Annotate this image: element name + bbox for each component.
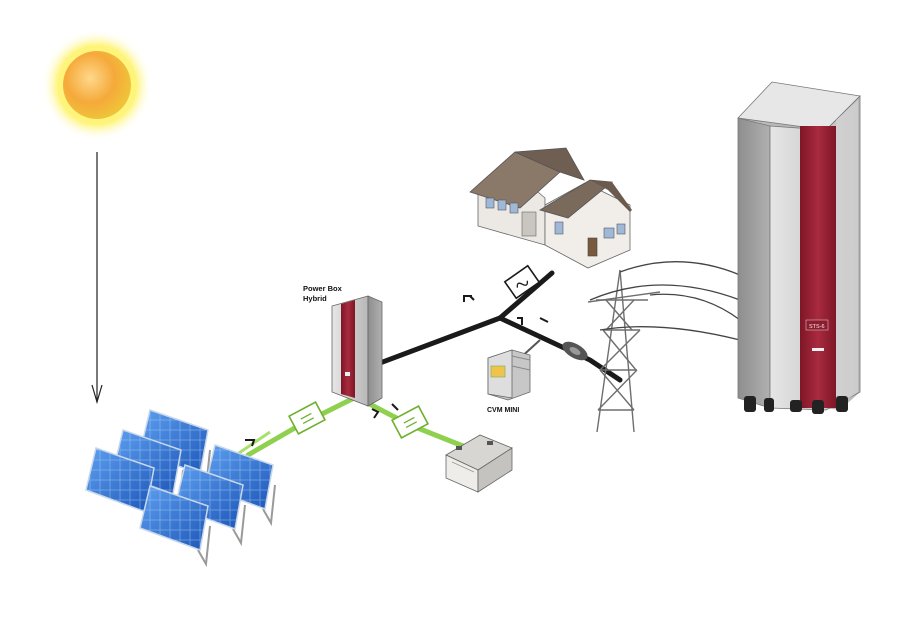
energy-meter-icon (487, 349, 531, 401)
dc-converter-icon (390, 405, 430, 439)
current-clamp (562, 341, 588, 361)
connection-markers (245, 295, 549, 447)
inverter-cabinet-large (737, 81, 861, 414)
power-pylon-icon (587, 269, 661, 433)
power-cables (589, 261, 741, 341)
solar-panel (139, 485, 211, 568)
inverter-badge: STS-6 (809, 324, 825, 330)
solar-panel (85, 447, 157, 530)
sunlight-arrow (91, 152, 103, 405)
solar-panel-icon (85, 409, 276, 568)
battery-icon (445, 434, 513, 493)
dc-converter-icon (287, 401, 327, 435)
cvm-mini-label: CVM MINI (487, 407, 519, 414)
power-box-label-line2: Hybrid (303, 294, 327, 303)
ac-line-grid (369, 270, 623, 383)
power-box-label-line1: Power Box (303, 284, 343, 293)
house-icon (469, 147, 632, 269)
sun-icon (41, 29, 153, 141)
ac-converter-icon (503, 264, 541, 300)
power-box-cabinet (331, 295, 383, 407)
